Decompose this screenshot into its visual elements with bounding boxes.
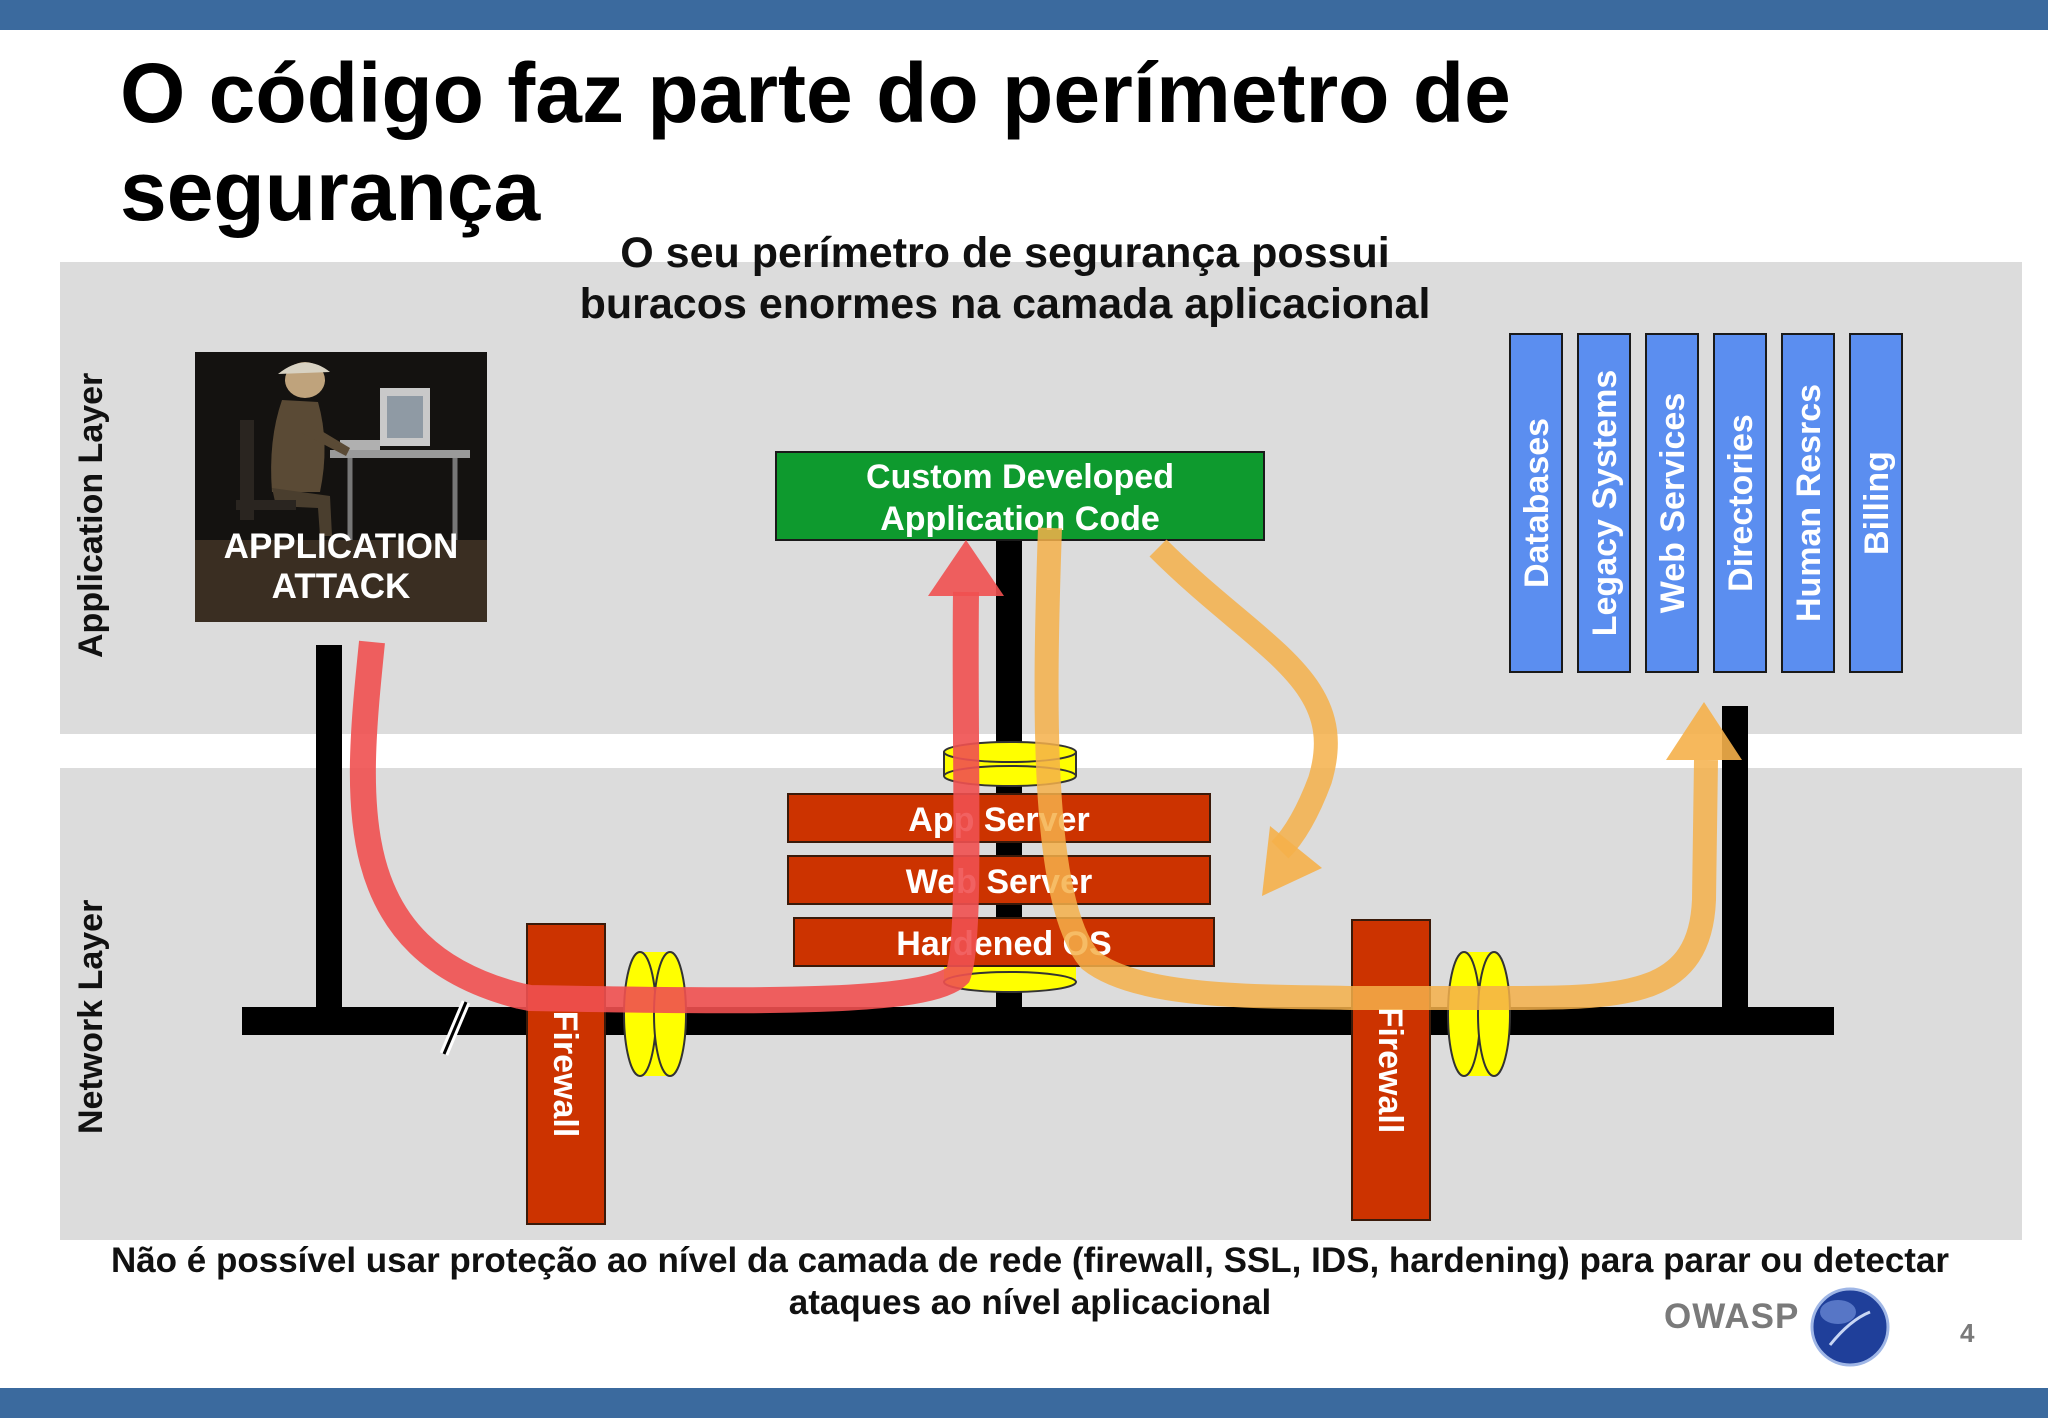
- firewall-right-label: Firewall: [1371, 1007, 1409, 1134]
- ssl-cylinder-right: [1447, 951, 1511, 1077]
- app-code-return-path: [1149, 539, 1338, 859]
- footer-bar: [0, 1388, 2048, 1418]
- web-server-box: [787, 855, 1211, 905]
- application-attack-photo: APPLICATION ATTACK: [195, 352, 487, 622]
- resource-box-directories: [1713, 333, 1767, 673]
- firewall-left: [526, 923, 606, 1225]
- slide-subtitle: O seu perímetro de segurança possui bura…: [579, 229, 1431, 328]
- attack-path-arrowhead: [928, 540, 1004, 596]
- firewall-left-label: Firewall: [546, 1011, 584, 1138]
- resource-label-legacy-systems: Legacy Systems: [1586, 370, 1624, 637]
- owasp-globe-icon: [1810, 1287, 1890, 1367]
- firewall-right: [1351, 919, 1431, 1221]
- resource-label-databases: Databases: [1518, 418, 1556, 588]
- attack-label-line1: APPLICATION: [224, 527, 459, 566]
- resource-box-databases: [1509, 333, 1563, 673]
- attack-path: [349, 591, 980, 1014]
- resource-box-web-services: [1645, 333, 1699, 673]
- ssl-cylinder-left: [623, 951, 687, 1077]
- data-path-to-resources: [1034, 527, 1718, 1010]
- slide-footer: Não é possível usar proteção ao nível da…: [110, 1241, 1950, 1322]
- app-code-label-line2: Application Code: [880, 500, 1160, 538]
- resource-label-billing: Billing: [1858, 451, 1896, 555]
- attack-label-line2: ATTACK: [272, 567, 411, 606]
- resource-label-web-services: Web Services: [1654, 393, 1692, 614]
- header-bar: [0, 0, 2048, 30]
- network-layer-label: Network Layer: [72, 899, 110, 1134]
- resource-label-human-resrcs: Human Resrcs: [1790, 384, 1828, 622]
- resource-label-directories: Directories: [1722, 414, 1760, 592]
- application-layer-label: Application Layer: [72, 372, 110, 658]
- resource-box-legacy-systems: [1577, 333, 1631, 673]
- hardened-os-box: [793, 917, 1215, 967]
- data-path-arrowhead: [1666, 702, 1742, 760]
- app-code-return-arrowhead: [1262, 826, 1322, 896]
- resource-box-human-resrcs: [1781, 333, 1835, 673]
- backend-resources: Databases Legacy Systems Web Services Direc…: [1509, 333, 1903, 673]
- app-code-label-line1: Custom Developed: [866, 458, 1174, 496]
- owasp-logo-text: OWASP: [1664, 1297, 1800, 1336]
- slide-title: O código faz parte do perímetro de segur…: [120, 46, 1511, 238]
- page-number: 4: [1960, 1318, 1975, 1348]
- resource-box-billing: [1849, 333, 1903, 673]
- app-server-box: [787, 793, 1211, 843]
- custom-application-code-box: [775, 451, 1265, 541]
